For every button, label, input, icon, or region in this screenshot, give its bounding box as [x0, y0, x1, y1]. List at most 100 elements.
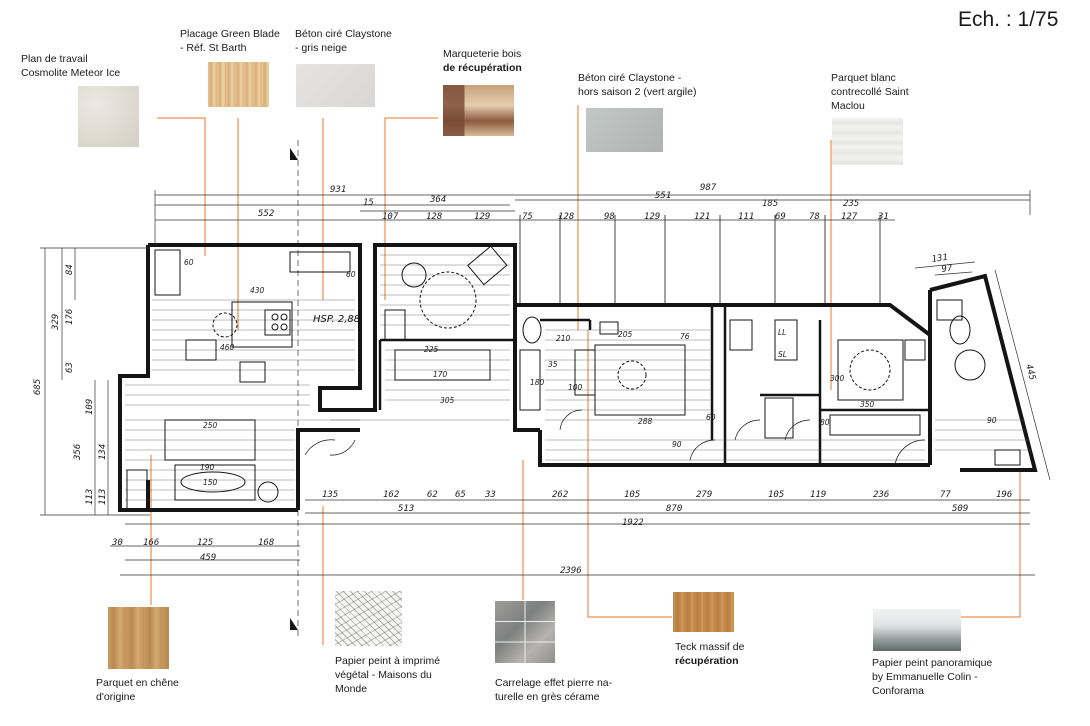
dim-top-7: 129 [644, 212, 660, 222]
furniture [126, 245, 1021, 511]
bottom-dim-row1: 135 162 62 65 33 262 105 279 105 119 236… [322, 490, 1012, 500]
dim-top-12: 127 [841, 212, 858, 222]
dim-top-5: 128 [558, 212, 574, 222]
dim-131: 131 [931, 253, 948, 265]
rl-8: 225 [424, 345, 439, 354]
dim-bot-2: 62 [427, 490, 438, 500]
dim-bot-11: 77 [940, 490, 951, 500]
dim-bot-1: 162 [383, 490, 399, 500]
top-window-rails [519, 215, 881, 305]
dim-top-6: 98 [604, 212, 615, 222]
swatch-carrelage [495, 601, 555, 663]
swatch-marqueterie [443, 85, 514, 136]
dim-top-2: 128 [426, 212, 442, 222]
dim-551: 551 [655, 191, 671, 201]
swatch-cosmolite [78, 86, 139, 147]
walls [118, 243, 1038, 512]
dim-l-4: 685 [33, 379, 43, 395]
rl-7: 305 [440, 396, 455, 405]
section-markers [290, 140, 299, 640]
dim-987: 987 [700, 183, 717, 193]
left-dim-lines [40, 247, 150, 516]
dim-top-4: 75 [522, 212, 533, 222]
hsp-label: HSP. 2,88 [313, 314, 360, 325]
dim-bot-4: 33 [484, 490, 496, 500]
rl-10: 205 [618, 330, 633, 339]
dim-bot-5: 262 [552, 490, 568, 500]
dim-top-10: 69 [775, 212, 786, 222]
swatch-papier-panoramique [873, 609, 961, 651]
dim-bl-1: 166 [143, 538, 159, 548]
dim-459: 459 [200, 553, 216, 563]
dim-2396: 2396 [560, 566, 582, 576]
rl-21: 210 [556, 334, 571, 343]
dim-bot-12: 196 [996, 490, 1012, 500]
dim-552: 552 [258, 209, 274, 219]
bottom-left-dims: 30 166 125 168 [111, 538, 274, 548]
dim-l-8: 113 [85, 489, 95, 505]
swatch-beton-gris [296, 64, 375, 107]
dim-364: 364 [429, 195, 446, 205]
dim-top-3: 129 [474, 212, 490, 222]
rl-19: 80 [820, 418, 830, 427]
dim-bl-0: 30 [111, 538, 123, 548]
dim-509: 509 [952, 504, 968, 514]
bottom-dim-lines [110, 499, 1035, 576]
leader-lines [150, 105, 1021, 645]
dim-97: 97 [941, 263, 954, 274]
rl-6: 150 [203, 478, 218, 487]
rl-11: 76 [680, 332, 690, 341]
dim-l-5: 109 [85, 399, 95, 415]
dim-235: 235 [843, 199, 859, 209]
rl-1: 60 [184, 258, 194, 267]
dim-bl-3: 168 [258, 538, 274, 548]
dim-931: 931 [330, 185, 346, 195]
dim-513: 513 [398, 504, 414, 514]
label-placage: Placage Green Blade- Réf. St Barth [180, 28, 280, 54]
dim-bot-3: 65 [455, 490, 466, 500]
dim-l-0: 84 [65, 264, 75, 275]
dim-top-1: 107 [382, 212, 399, 222]
left-dims: 84 176 329 63 685 109 134 356 113 113 [33, 264, 108, 505]
dim-l-1: 176 [65, 309, 75, 325]
swatch-teck [673, 592, 734, 632]
dim-top-13: 31 [877, 212, 889, 222]
room-dim-labels: 430 60 60 460 250 190 150 305 225 170 20… [184, 258, 997, 487]
dim-445: 445 [1023, 363, 1037, 381]
dim-l-9: 113 [98, 489, 108, 505]
rl-15: 288 [638, 417, 653, 426]
rl-20: 90 [672, 440, 682, 449]
ll-label: LL [778, 328, 786, 337]
rl-13: 35 [548, 360, 558, 369]
label-beton-gris: Béton ciré Claystone- gris neige [295, 28, 392, 54]
dim-top-9: 111 [738, 212, 754, 222]
swatch-papier-vegetal [335, 591, 402, 646]
top-dim-row: 15 107 128 129 75 128 98 129 121 111 69 … [363, 198, 889, 222]
dim-bot-9: 119 [810, 490, 826, 500]
label-beton-vert: Béton ciré Claystone -hors saison 2 (ver… [578, 72, 697, 98]
dim-top-11: 78 [809, 212, 820, 222]
dim-1922: 1922 [622, 518, 644, 528]
label-carrelage: Carrelage effet pierre na-turelle en grè… [495, 677, 613, 703]
rl-3: 460 [220, 343, 235, 352]
sl-label: SL [778, 350, 787, 359]
dim-bot-8: 105 [768, 490, 784, 500]
dim-870: 870 [666, 504, 682, 514]
rl-12: 100 [568, 383, 583, 392]
rl-17: 350 [860, 400, 875, 409]
door-arcs [304, 409, 926, 466]
rl-14: 180 [530, 378, 545, 387]
swatch-green-blade [208, 62, 269, 107]
rl-9: 170 [433, 370, 448, 379]
rl-2: 60 [346, 270, 356, 279]
top-dim-lines [154, 190, 1031, 245]
dim-bot-0: 135 [322, 490, 338, 500]
scale-label: Ech. : 1/75 [958, 8, 1059, 31]
internal-walls [378, 305, 930, 465]
